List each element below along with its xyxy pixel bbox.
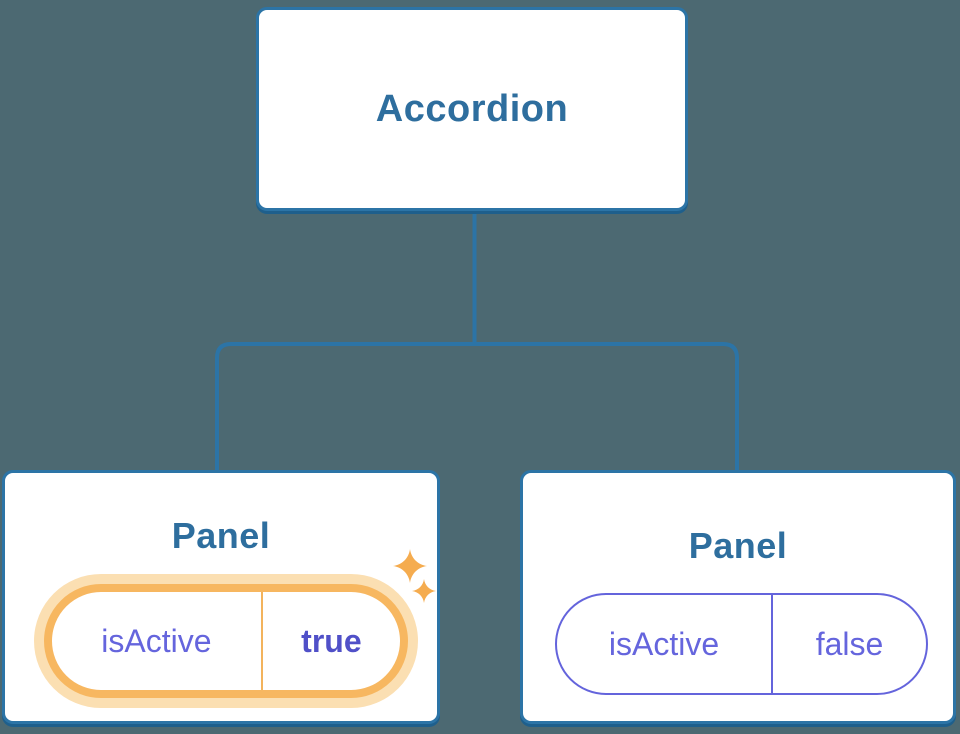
pill-divider xyxy=(260,592,263,690)
prop-pill-inactive: isActive false xyxy=(555,593,928,695)
accordion-node: Accordion xyxy=(256,7,688,211)
prop-name: isActive xyxy=(101,622,212,659)
prop-value: true xyxy=(301,622,362,659)
prop-value: false xyxy=(815,625,884,662)
panel-node-active: Panel isActive true xyxy=(2,470,440,724)
pill-divider xyxy=(771,595,774,693)
prop-name: isActive xyxy=(608,625,720,662)
sparkle-icon xyxy=(393,549,427,583)
panel-node-inactive: Panel isActive false xyxy=(520,470,956,724)
panel-node-label: Panel xyxy=(688,525,788,566)
panel-node-label: Panel xyxy=(171,515,271,556)
sparkle-icon xyxy=(412,579,436,603)
accordion-node-label: Accordion xyxy=(375,87,569,130)
prop-pill-active: isActive true xyxy=(44,584,408,698)
